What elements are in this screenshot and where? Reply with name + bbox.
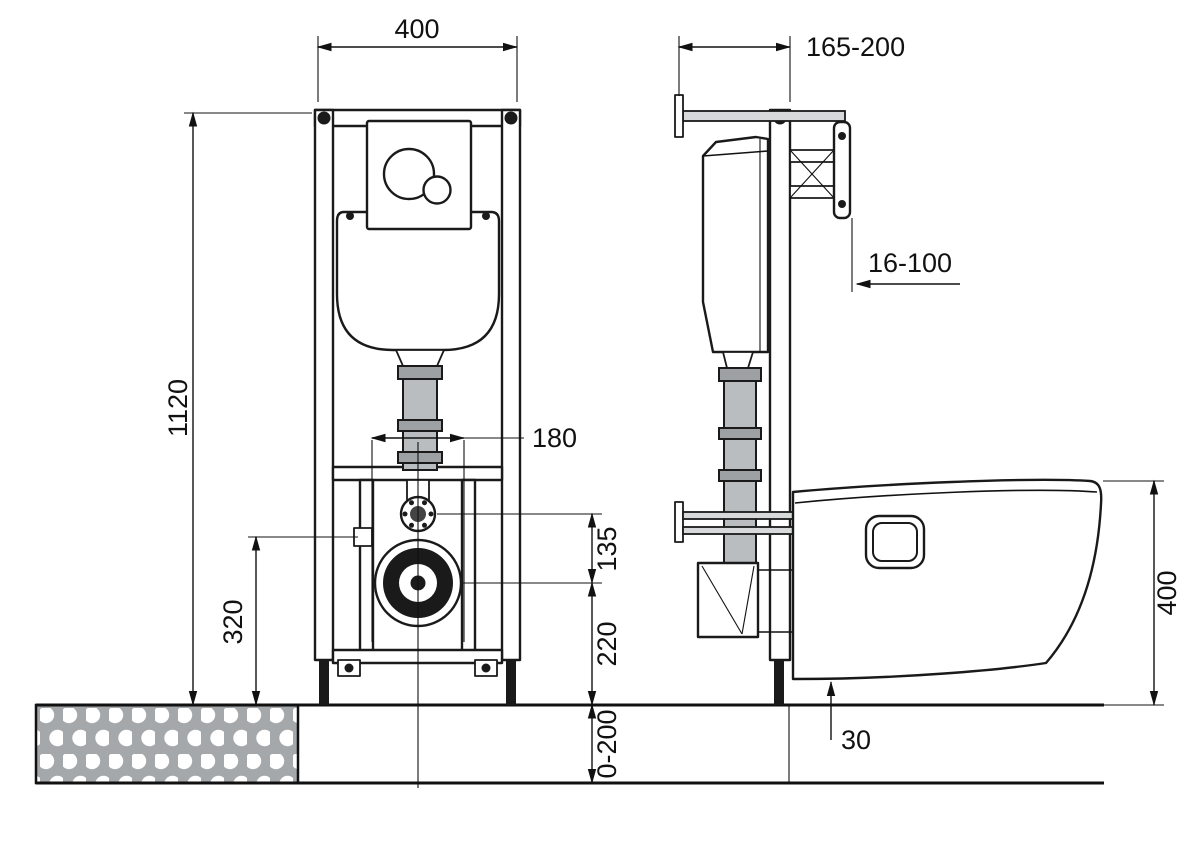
floor (34, 703, 1104, 785)
top-fixing-rod (682, 110, 846, 122)
dim-front-height: 1120 (163, 111, 312, 706)
cistern-screw-right-icon (482, 212, 490, 220)
pipe-coupling-top-side (718, 367, 762, 382)
cistern-front (335, 210, 501, 367)
floor-screed-strip (34, 703, 300, 785)
inlet-bolt-icon (402, 511, 408, 517)
elbow-line (701, 565, 743, 635)
inlet-bolt-icon (422, 522, 427, 528)
cistern-side (701, 135, 770, 369)
dim-inlet-outlet: 135 (437, 512, 622, 584)
dim-front-width-label: 400 (394, 14, 439, 44)
frame-foot-side (774, 660, 784, 705)
dim-depth: 165-200 (677, 32, 905, 102)
inlet-bolt-icon (409, 500, 414, 506)
dim-inlet-outlet-label: 135 (592, 526, 622, 571)
dim-floor-range-label: 0-200 (592, 709, 622, 778)
bowl-body (791, 478, 1103, 681)
pipe-coupling-mid-side (718, 427, 762, 440)
frame-bolt-left-icon (317, 111, 331, 125)
inlet-bolt-icon (428, 511, 434, 517)
cistern-side-body (701, 135, 770, 354)
dim-pipe-spread: 180 (370, 423, 577, 642)
cistern-lid-line (702, 150, 769, 157)
cistern-outlet-funnel (395, 349, 445, 367)
bracket-bolt-icon (838, 200, 846, 208)
dim-outlet-height: 220 (587, 581, 622, 706)
bracket-cross-line (789, 149, 835, 199)
pipe-coupling-low-side (718, 469, 762, 482)
dim-bowl-height: 400 (1103, 479, 1182, 706)
frame-foot-right (506, 660, 516, 705)
frame-bolt-right-icon (504, 111, 518, 125)
dim-bracket: 16-100 (851, 218, 960, 292)
frame-right-rail (500, 108, 522, 662)
bracket-arm-upper (789, 149, 835, 163)
front-view: 400 1120 180 135 220 0-20 (163, 14, 622, 788)
frame-foot-left (319, 660, 329, 705)
bracket-arm-lower (789, 185, 835, 199)
dim-bowl-height-label: 400 (1152, 570, 1182, 615)
bowl-mounting-hole-inner (872, 522, 918, 562)
dim-outlet-height-label: 220 (592, 621, 622, 666)
cistern-body (335, 210, 501, 352)
dim-front-height-label: 1120 (163, 379, 193, 437)
bowl-rim-line (794, 489, 1098, 504)
frame-left-rail (313, 108, 335, 662)
dim-supply-height: 320 (218, 535, 358, 706)
dim-pipe-spread-label: 180 (532, 423, 577, 453)
inlet-bolt-icon (422, 500, 427, 506)
rod-flange-bottom (674, 501, 684, 543)
flush-plate (365, 119, 473, 231)
dim-bowl-gap: 30 (793, 678, 871, 755)
dim-front-width: 400 (316, 14, 518, 102)
inlet-bolt-icon (409, 522, 414, 528)
dim-depth-label: 165-200 (806, 32, 905, 62)
bracket-wall-plate (832, 120, 852, 220)
dim-floor-range: 0-200 (587, 703, 622, 784)
waste-elbow (696, 561, 792, 639)
cistern-screw-left-icon (346, 212, 354, 220)
pipe-coupling-mid (397, 419, 443, 432)
bracket-bolt-icon (838, 132, 846, 140)
cistern-side-funnel (722, 351, 754, 369)
foot-bolt-right-icon (481, 663, 491, 673)
pipe-coupling-top (397, 365, 443, 380)
foot-bolt-left-icon (344, 663, 354, 673)
rod-flange-top (674, 94, 684, 138)
dim-bracket-label: 16-100 (868, 248, 952, 278)
side-view: 165-200 16-100 400 30 (674, 32, 1182, 783)
wall-bracket (789, 120, 852, 220)
flush-button-large-icon (382, 147, 436, 201)
frame-rail-side (768, 108, 792, 662)
dim-supply-height-label: 320 (218, 599, 248, 644)
frame-inner-rail-left (358, 478, 375, 654)
dim-bowl-gap-label: 30 (841, 725, 871, 755)
elbow-line (741, 565, 755, 635)
pipe-coupling-low (397, 451, 443, 464)
toilet-bowl (791, 478, 1103, 681)
mounting-frame (313, 108, 522, 705)
flush-button-small-icon (422, 175, 452, 205)
bowl-mounting-hole (864, 514, 926, 570)
